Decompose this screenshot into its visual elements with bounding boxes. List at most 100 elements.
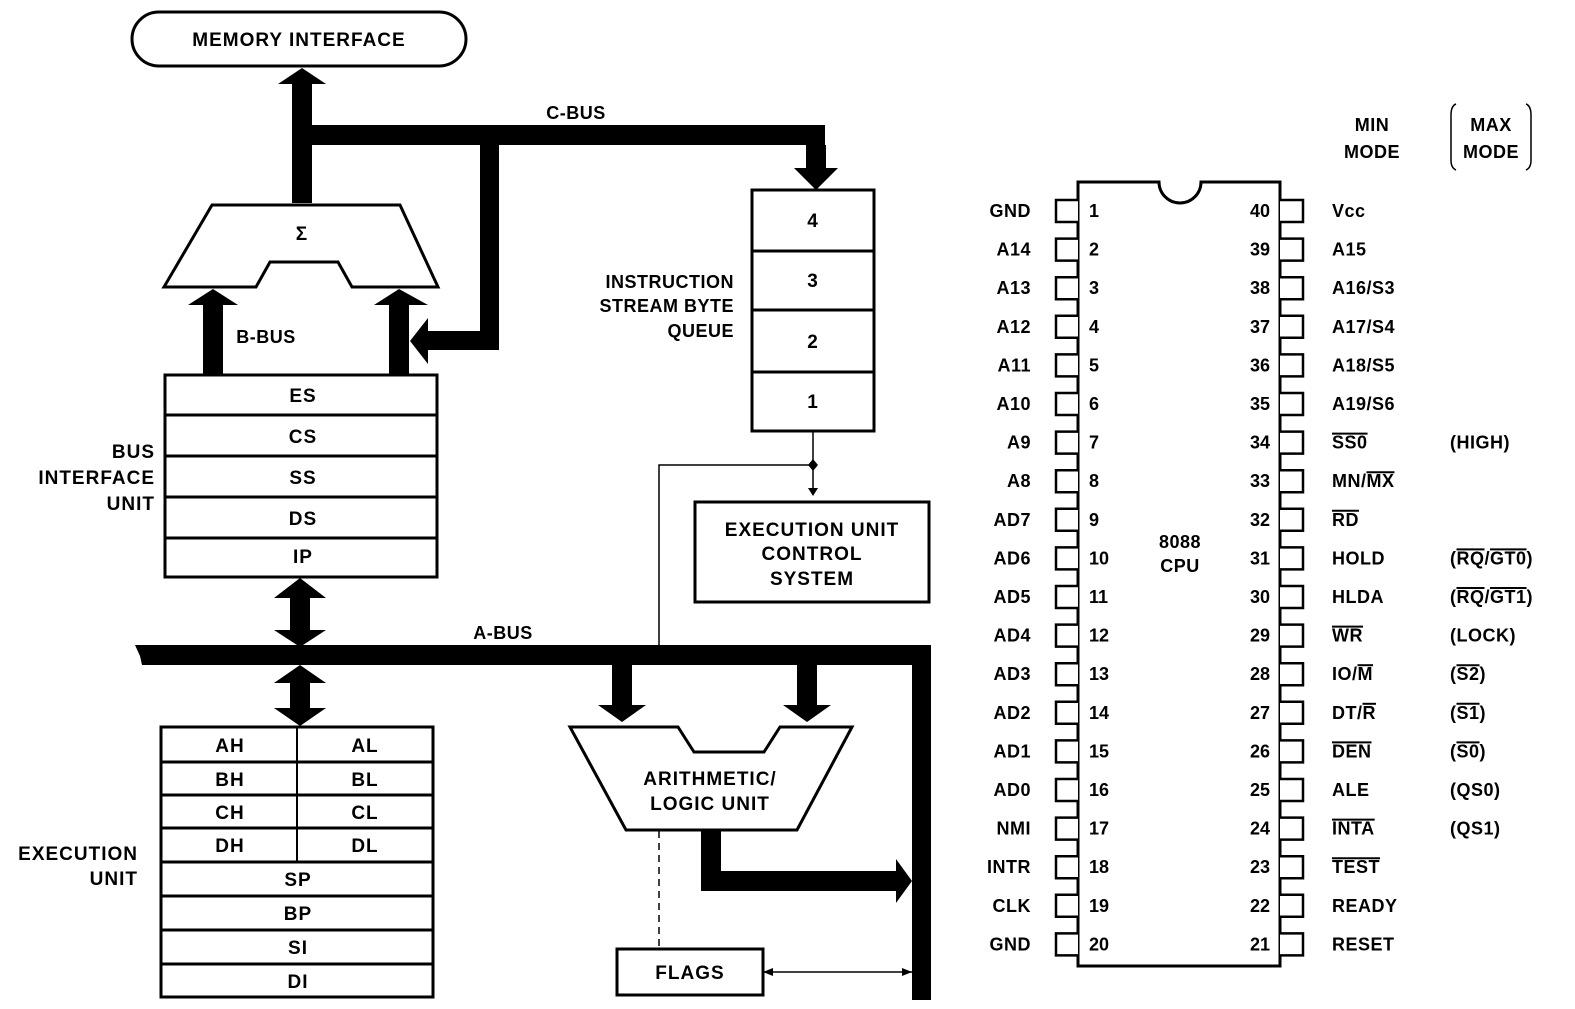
- pin-number: 22: [1250, 896, 1270, 916]
- register-si: SI: [288, 938, 308, 959]
- register-bp: BP: [284, 904, 312, 925]
- pin-name: ALE: [1332, 780, 1370, 800]
- eu-label-line2: UNIT: [90, 869, 138, 890]
- pin-lead: [1280, 661, 1305, 687]
- chip-label-line2: CPU: [1160, 556, 1200, 576]
- pin-lead: [1054, 932, 1078, 957]
- queue-slot-1: 1: [807, 392, 819, 413]
- pin-number: 10: [1089, 548, 1109, 568]
- pin-name: A18/S5: [1332, 355, 1395, 375]
- alu-label-line2: LOGIC UNIT: [650, 794, 770, 815]
- pin-number: 14: [1089, 703, 1109, 723]
- biu-label-line3: UNIT: [107, 494, 155, 515]
- pin-name: RD: [1332, 510, 1359, 530]
- alu-output-arrowhead: [896, 859, 912, 903]
- memory-interface-label: MEMORY INTERFACE: [192, 30, 405, 51]
- pin-name: READY: [1332, 896, 1398, 916]
- pin-19: 19 CLK: [993, 893, 1109, 919]
- pin-number: 3: [1089, 278, 1099, 298]
- pin-name: AD4: [993, 626, 1031, 646]
- pin-lead: [1054, 353, 1078, 378]
- pin-name: HOLD: [1332, 548, 1385, 568]
- pin-name: A9: [1007, 433, 1031, 453]
- pin-lead: [1280, 932, 1305, 957]
- pin-lead: [1054, 391, 1078, 417]
- pin-name: RESET: [1332, 934, 1395, 954]
- pin-number: 17: [1089, 819, 1109, 839]
- control-arrowhead: [808, 488, 818, 496]
- adder-symbol: Σ: [296, 224, 308, 245]
- pin-number: 4: [1089, 317, 1099, 337]
- pin-name: AD3: [993, 664, 1031, 684]
- register-cs: CS: [289, 427, 317, 448]
- pin-number: 19: [1089, 896, 1109, 916]
- register-bl: BL: [351, 770, 378, 791]
- pin-number: 34: [1250, 433, 1270, 453]
- pin-name: AD5: [993, 587, 1031, 607]
- pin-8: 8A8: [1007, 468, 1099, 494]
- pin-name: A15: [1332, 240, 1367, 260]
- pin-lead: [1054, 275, 1078, 301]
- pin-3: 3 A13: [996, 275, 1099, 301]
- eu-control-line3: SYSTEM: [770, 569, 854, 590]
- pin-number: 31: [1250, 548, 1270, 568]
- pin-number: 7: [1089, 433, 1099, 453]
- eu-register-stack: AH AL BH BL CH CL DH DL SP BP SI DI: [159, 725, 435, 999]
- register-ah: AH: [215, 736, 244, 757]
- pin-name: A13: [996, 278, 1031, 298]
- a-bus-label: A-BUS: [473, 623, 533, 643]
- pin-21: 21 RESET: [1250, 932, 1395, 957]
- pin-lead: [1280, 854, 1305, 880]
- pin-lead: [1054, 700, 1078, 726]
- pin-number: 25: [1250, 780, 1270, 800]
- pin-lead: [1280, 198, 1305, 224]
- chip-label-line1: 8088: [1159, 532, 1201, 552]
- pin-name: A17/S4: [1332, 317, 1395, 337]
- pin-number: 21: [1250, 934, 1270, 954]
- pin-number: 40: [1250, 201, 1270, 221]
- pin-lead: [1280, 623, 1305, 648]
- pin-name: A10: [996, 394, 1031, 414]
- eu-control-box: [693, 500, 931, 604]
- pin-name: A11: [997, 355, 1031, 375]
- pin-max-mode-name: (RQ/GT0): [1450, 548, 1533, 568]
- c-bus-return-arrowhead: [410, 318, 428, 364]
- pin-name: NMI: [997, 819, 1032, 839]
- pin-number: 26: [1250, 741, 1270, 761]
- queue-slot-4: 4: [807, 211, 819, 232]
- pin-max-mode-name: (S2): [1450, 664, 1486, 684]
- pin-lead: [1280, 816, 1305, 841]
- max-mode-bracket-left: [1450, 103, 1457, 171]
- pin-31: 31 HOLD (RQ/GT0): [1250, 546, 1533, 571]
- register-ip: IP: [293, 547, 313, 568]
- c-bus-queue-arrow: [794, 145, 838, 190]
- register-ch: CH: [215, 803, 244, 824]
- pin-lead: [1280, 777, 1305, 803]
- register-di: DI: [288, 972, 309, 993]
- instruction-queue: 4 3 2 1: [750, 188, 876, 433]
- pin-lead: [1280, 275, 1305, 301]
- flags-arrowhead-left: [763, 968, 773, 976]
- pin-name: CLK: [993, 896, 1032, 916]
- pin-number: 27: [1250, 703, 1270, 723]
- pin-22: 22 READY: [1250, 893, 1398, 919]
- queue-label-line3: QUEUE: [667, 321, 734, 341]
- chip-body: [1076, 180, 1282, 968]
- pin-lead: [1280, 893, 1305, 919]
- pin-lead: [1280, 430, 1305, 455]
- queue-slot-2: 2: [807, 332, 819, 353]
- pin-lead: [1054, 623, 1078, 648]
- pin-name: TEST: [1332, 857, 1380, 877]
